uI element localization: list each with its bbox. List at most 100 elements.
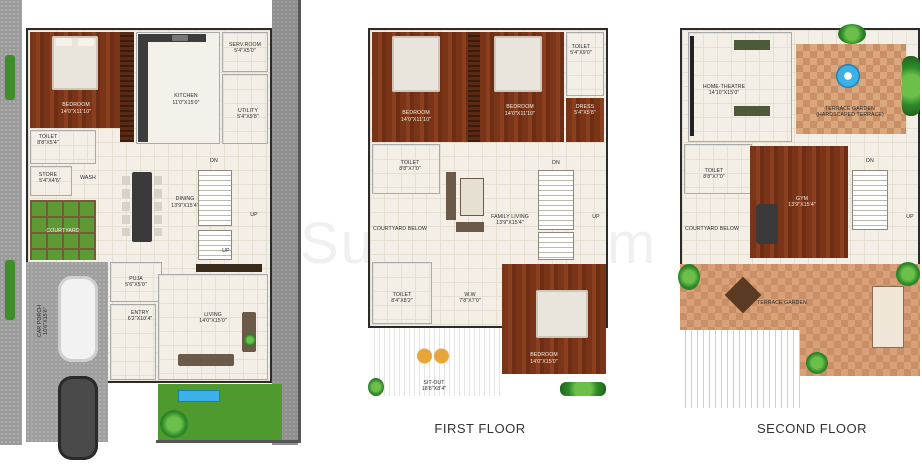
- gf-dining-label: DINING: [175, 196, 195, 202]
- sf-terrace-top-note: (HARDSCAPED TERRACE): [816, 112, 884, 118]
- plant-icon: [160, 410, 188, 438]
- hedge-left: [5, 55, 15, 100]
- gf-entry[interactable]: [110, 304, 156, 380]
- gf-courtyard-label: COURTYARD: [46, 228, 80, 234]
- ff-bedroom-2-label: BEDROOM: [506, 104, 534, 110]
- sf-terrace-garden-label: TERRACE GARDEN: [757, 300, 807, 306]
- ff-bedroom-3-size: 14'0"X15'0": [530, 359, 558, 365]
- road-strip: [272, 0, 298, 445]
- ff-sit-out-label: SIT-OUT: [423, 380, 445, 386]
- gf-dining-size: 13'9"X15'4": [171, 203, 199, 209]
- gf-utility[interactable]: [222, 74, 268, 144]
- ff-family-living-label: FAMILY LIVING: [491, 214, 529, 220]
- ff-bed-3: [536, 290, 588, 338]
- gf-store-size: 5'4"X4'6": [39, 178, 61, 184]
- gf-pool: [178, 390, 220, 402]
- ff-toilet-bottom[interactable]: [372, 262, 432, 324]
- sf-toilet-label: TOILET: [704, 168, 724, 174]
- ff-family-living-size: 13'9"X15'4": [496, 220, 524, 226]
- gf-toilet-size: 8'8"X5'4": [37, 140, 59, 146]
- gf-store[interactable]: [30, 166, 72, 196]
- ff-up-label: UP: [592, 214, 600, 220]
- gf-stairs-lower: [198, 230, 232, 260]
- gf-wardrobe: [120, 32, 134, 142]
- ff-ww-size: 7'8"X7'0": [459, 298, 481, 304]
- gf-store-label: STORE: [38, 172, 58, 178]
- sf-title: SECOND FLOOR: [756, 421, 868, 436]
- ff-bedroom-2-size: 14'0"X11'10": [504, 111, 536, 117]
- gf-puja[interactable]: [110, 262, 162, 302]
- gf-kitchen-label: KITCHEN: [174, 93, 198, 99]
- fountain-icon: [836, 64, 860, 88]
- ff-toilet-bottom-label: TOILET: [392, 292, 412, 298]
- ff-bed-1: [392, 36, 440, 92]
- sofa: [178, 354, 234, 366]
- sf-gym-size: 13'9"X15'4": [788, 202, 816, 208]
- gf-entry-size: 6'2"X10'4": [127, 316, 153, 322]
- first-floor-plan: BEDROOM 14'0"X11'10" BEDROOM 14'0"X11'10…: [360, 0, 620, 445]
- ff-wardrobe: [468, 32, 480, 142]
- car-icon: [58, 276, 98, 362]
- ff-dn-label: DN: [552, 160, 560, 166]
- gf-console: [196, 264, 262, 272]
- gf-entry-label: ENTRY: [131, 310, 149, 316]
- gf-serv-room-label: SERV.ROOM: [228, 42, 262, 48]
- ff-toilet-left[interactable]: [372, 144, 440, 194]
- plant-icon: [902, 56, 920, 116]
- car-icon: [58, 376, 98, 460]
- gf-toilet-label: TOILET: [38, 134, 58, 140]
- plant-icon: [368, 378, 384, 396]
- ff-toilet-left-size: 8'8"X7'0": [399, 166, 421, 172]
- ff-dress-label: DRESS: [575, 104, 595, 110]
- sf-toilet[interactable]: [684, 144, 752, 194]
- ff-dress[interactable]: [566, 98, 604, 142]
- sf-home-theatre[interactable]: [688, 32, 792, 142]
- ff-bedroom-1-label: BEDROOM: [402, 110, 430, 116]
- plant-icon: [896, 262, 920, 286]
- sofa-side: [242, 312, 256, 352]
- gf-courtyard[interactable]: [30, 200, 96, 260]
- ff-stairs-upper: [538, 170, 574, 230]
- gym-equipment-icon: [756, 204, 778, 244]
- gf-bedroom-size: 14'0"X11'10": [60, 109, 92, 115]
- gf-serv-room[interactable]: [222, 32, 268, 72]
- ff-title: FIRST FLOOR: [434, 421, 526, 436]
- paving-left: [0, 0, 22, 445]
- boundary-wall: [156, 440, 301, 443]
- ff-toilet-left-label: TOILET: [400, 160, 420, 166]
- ff-ww-label: W.W: [464, 292, 476, 298]
- sf-dn-label: DN: [866, 158, 874, 164]
- gf-wash-label: WASH: [80, 175, 96, 181]
- ff-bedroom-3-label: BEDROOM: [530, 352, 558, 358]
- gf-kitchen[interactable]: [136, 32, 220, 144]
- gf-dn-label: DN: [210, 158, 218, 164]
- gf-up-label-2: UP: [222, 248, 230, 254]
- plant-icon: [678, 264, 700, 290]
- ff-stairs-lower: [538, 232, 574, 260]
- sf-theatre-sofa: [734, 106, 770, 116]
- gf-living-size: 14'0"X15'0": [199, 318, 227, 324]
- sf-up-label: UP: [906, 214, 914, 220]
- sf-terrace-garden-top[interactable]: [796, 44, 906, 134]
- dining-chair: [122, 176, 130, 236]
- pillow: [78, 38, 94, 46]
- ff-toilet-top-size: 5'4"X9'0": [570, 50, 592, 56]
- ff-dress-size: 5'4"X5'8": [574, 110, 596, 116]
- hedge-left-2: [5, 260, 15, 320]
- gf-living-label: LIVING: [204, 312, 222, 318]
- sf-terrace-top-label: TERRACE GARDEN: [825, 106, 875, 112]
- sf-theatre-screen: [690, 36, 694, 136]
- gf-kitchen-size: 11'0"X15'0": [172, 100, 200, 106]
- ground-floor-plan: BEDROOM 14'0"X11'10" KITCHEN 11'0"X15'0"…: [0, 0, 301, 460]
- ff-sofa-bottom: [456, 222, 484, 232]
- second-floor-plan: HOME-THEATRE 14'10"X15'0" TERRACE GARDEN…: [672, 0, 922, 445]
- gf-toilet[interactable]: [30, 130, 96, 164]
- pillow: [56, 38, 72, 46]
- boundary-wall: [298, 0, 301, 443]
- ff-toilet-top[interactable]: [566, 32, 604, 96]
- ff-courtyard-below-label: COURTYARD BELOW: [372, 226, 428, 232]
- plant-icon: [806, 352, 828, 374]
- gf-up-label: UP: [250, 212, 258, 218]
- plant-icon: [244, 334, 256, 346]
- sf-gym-label: GYM: [795, 196, 809, 202]
